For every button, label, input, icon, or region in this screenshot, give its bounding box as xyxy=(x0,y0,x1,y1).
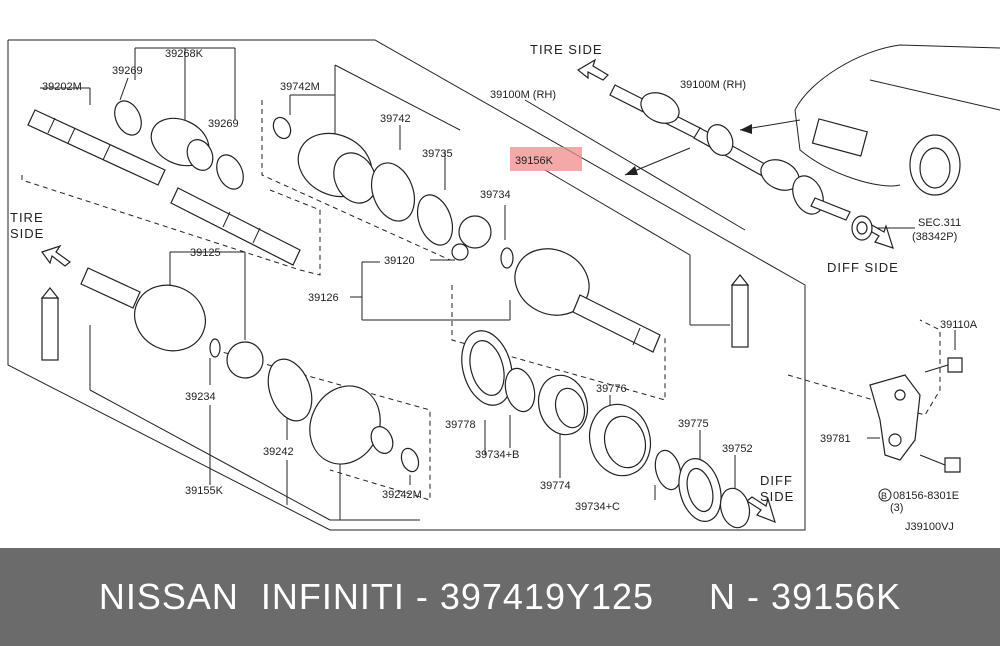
label-39268K: 39268K xyxy=(165,48,204,60)
seal-39778 xyxy=(461,330,513,406)
highlight-39156K xyxy=(510,147,582,171)
footer-banner: NISSAN INFINITI - 397419Y125 N - 39156K xyxy=(0,548,1000,646)
label-39110A: 39110A xyxy=(940,319,978,331)
label-39242: 39242 xyxy=(263,446,294,458)
label-sec311-2: (38342P) xyxy=(912,231,957,243)
label-39735: 39735 xyxy=(422,148,453,160)
footer-part-numbers: NISSAN INFINITI - 397419Y125 N - 39156K xyxy=(98,576,902,617)
label-39120: 39120 xyxy=(384,255,415,267)
cylinder-right xyxy=(730,274,750,348)
snap-ring-39234 xyxy=(209,338,221,358)
label-39156K: 39156K xyxy=(515,155,554,167)
band-39735 xyxy=(416,194,454,246)
label-39234: 39234 xyxy=(185,391,216,403)
label-39125: 39125 xyxy=(190,247,221,259)
dashed-group-left-shaft xyxy=(21,175,321,276)
label-39734B: 39734+B xyxy=(475,449,519,461)
label-39269-a: 39269 xyxy=(112,65,143,77)
snap-ring-39734 xyxy=(500,247,514,269)
direction-arrows xyxy=(41,58,894,524)
label-tire-side-left-2: SIDE xyxy=(10,226,44,241)
label-bolt-prefix: B xyxy=(881,491,887,501)
left-shaft xyxy=(27,109,166,186)
bolt-symbol-circle xyxy=(878,488,892,502)
label-39776: 39776 xyxy=(596,383,627,395)
band-39242 xyxy=(267,358,313,422)
label-diagram-code: J39100VJ xyxy=(905,521,954,533)
band-39742 xyxy=(370,162,416,222)
dashed-group-bearing xyxy=(451,285,666,401)
label-39734: 39734 xyxy=(480,189,511,201)
label-39778: 39778 xyxy=(445,419,476,431)
clamp-39269-b xyxy=(216,154,244,190)
boot-39742 xyxy=(297,132,377,204)
label-08156-8301E: 08156-8301E xyxy=(893,490,959,502)
clamp-39269-a xyxy=(114,100,142,136)
car-illustration xyxy=(794,44,1000,196)
bolt-39110A xyxy=(924,357,963,373)
label-sec311-1: SEC.311 xyxy=(918,217,961,229)
inner-race-39125 xyxy=(226,341,264,379)
bolt-08156 xyxy=(919,454,961,473)
boot-39242M-area xyxy=(309,385,394,465)
label-39202M: 39202M xyxy=(42,81,82,93)
label-39100M-rh-b: 39100M (RH) xyxy=(680,79,746,91)
label-tire-side-top: TIRE SIDE xyxy=(530,42,603,57)
outer-joint-39155K xyxy=(80,267,206,352)
bearing-39774 xyxy=(537,374,589,436)
parts-diagram-svg: TIRE SIDE TIRE SIDE DIFF SIDE DIFF SIDE … xyxy=(7,39,1000,533)
label-39742: 39742 xyxy=(380,113,411,125)
label-39100M-rh-a: 39100M (RH) xyxy=(490,89,556,101)
housing-39156K xyxy=(514,248,661,353)
dashed-group-lower-boot xyxy=(214,349,431,501)
label-diff-side-right: DIFF SIDE xyxy=(827,260,899,275)
label-39734C: 39734+C xyxy=(575,501,620,513)
label-diff-side-bottom-1: DIFF xyxy=(760,473,793,488)
seal-39775 xyxy=(678,458,722,522)
label-39781: 39781 xyxy=(820,433,851,445)
dashed-group-bracket xyxy=(787,319,941,416)
label-tire-side-left-1: TIRE xyxy=(10,210,44,225)
frame-outline xyxy=(7,39,806,531)
snap-ring-39734B xyxy=(504,367,536,413)
label-39775: 39775 xyxy=(678,418,709,430)
label-39155K: 39155K xyxy=(185,485,224,497)
seal-39752 xyxy=(719,487,751,529)
housing-39776 xyxy=(588,403,652,477)
snap-ring-39734C xyxy=(654,449,682,491)
label-diff-side-bottom-2: SIDE xyxy=(760,489,794,504)
label-39774: 39774 xyxy=(540,480,571,492)
parts-diagram: TIRE SIDE TIRE SIDE DIFF SIDE DIFF SIDE … xyxy=(7,39,1000,533)
spider-39120 xyxy=(451,215,492,261)
cylinder-left xyxy=(40,287,60,361)
label-39742M: 39742M xyxy=(280,81,320,93)
dashed-group-upper-boot xyxy=(261,100,451,261)
seal-sec311 xyxy=(851,215,873,241)
label-bolt-qty: (3) xyxy=(890,502,903,514)
label-39752: 39752 xyxy=(722,443,753,455)
clip-39742M xyxy=(272,116,292,140)
boot-39268K xyxy=(150,117,214,171)
center-shaft xyxy=(170,187,301,266)
label-39242M: 39242M xyxy=(382,489,422,501)
assembled-driveshaft xyxy=(609,84,851,221)
bracket-39781 xyxy=(869,374,921,461)
label-39126: 39126 xyxy=(308,292,339,304)
clip-39242M xyxy=(400,447,420,473)
label-39269-b: 39269 xyxy=(208,118,239,130)
leader-lines xyxy=(40,47,956,521)
